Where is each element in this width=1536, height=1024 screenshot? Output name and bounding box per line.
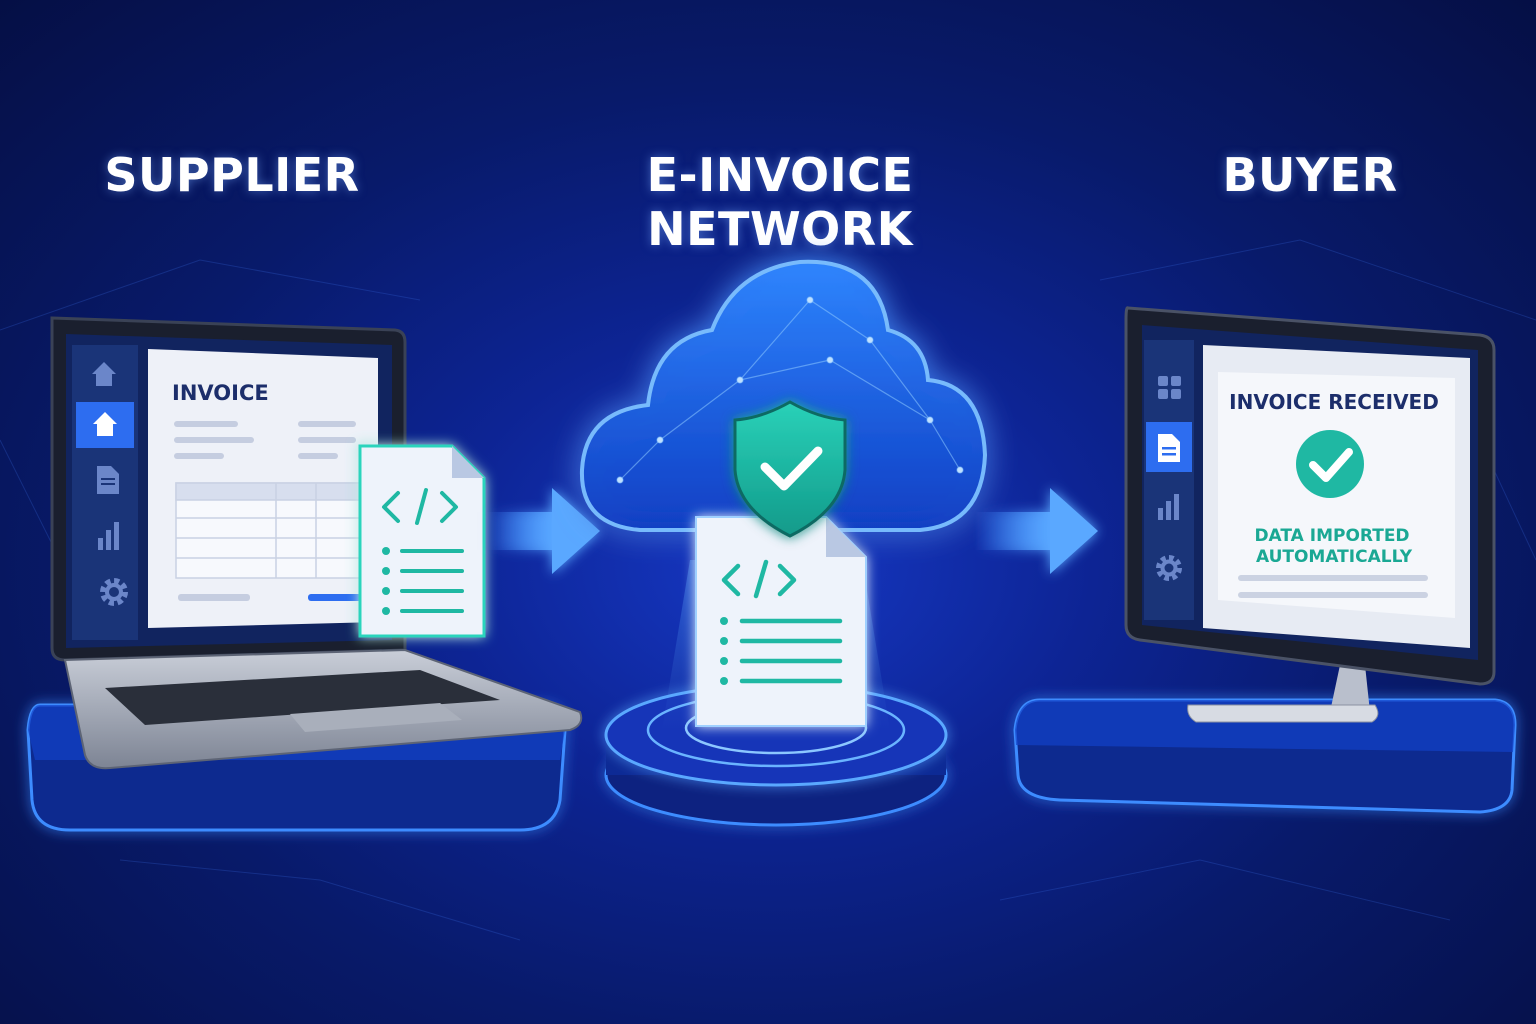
gear-icon[interactable] xyxy=(100,578,128,606)
supplier-xml-file xyxy=(358,444,486,638)
home-icon[interactable] xyxy=(92,362,116,386)
status-line-1: DATA IMPORTED xyxy=(1254,526,1409,546)
shield-check-icon xyxy=(733,400,847,538)
grid-icon[interactable] xyxy=(1158,376,1181,399)
buyer-monitor xyxy=(1124,306,1496,723)
invoice-received-heading: INVOICE RECEIVED xyxy=(1229,390,1439,414)
submit-button[interactable] xyxy=(308,594,363,601)
buyer-status-panel: INVOICE RECEIVED DATA IMPORTED AUTOMATIC… xyxy=(1229,390,1439,598)
network-title: E-INVOICE NETWORK xyxy=(646,148,914,256)
home-icon[interactable] xyxy=(93,412,117,436)
invoice-heading: INVOICE xyxy=(172,381,269,405)
invoice-table xyxy=(175,482,362,579)
document-icon[interactable] xyxy=(97,466,119,494)
cloud-network-icon xyxy=(579,259,988,532)
supplier-sidebar xyxy=(76,362,134,606)
check-circle-icon xyxy=(1296,430,1364,498)
bar-chart-icon[interactable] xyxy=(1158,494,1179,520)
document-icon[interactable] xyxy=(1158,434,1180,462)
gear-icon[interactable] xyxy=(1156,555,1182,581)
list-bullets xyxy=(382,547,390,615)
xml-file-icon xyxy=(721,559,843,684)
status-line-2: AUTOMATICALLY xyxy=(1256,547,1413,567)
xml-file-icon xyxy=(382,488,464,613)
supplier-invoice-panel: INVOICE xyxy=(172,381,363,601)
buyer-sidebar xyxy=(1146,376,1192,581)
bar-chart-icon[interactable] xyxy=(98,522,119,550)
supplier-title: SUPPLIER xyxy=(104,148,360,202)
buyer-title: BUYER xyxy=(1222,148,1398,202)
list-bullets xyxy=(720,617,728,685)
arrow-supplier-to-network xyxy=(486,488,600,574)
buyer-platform xyxy=(1013,698,1517,814)
arrow-network-to-buyer xyxy=(975,488,1098,574)
background-network xyxy=(0,239,1536,941)
cloud-mesh xyxy=(616,296,964,484)
